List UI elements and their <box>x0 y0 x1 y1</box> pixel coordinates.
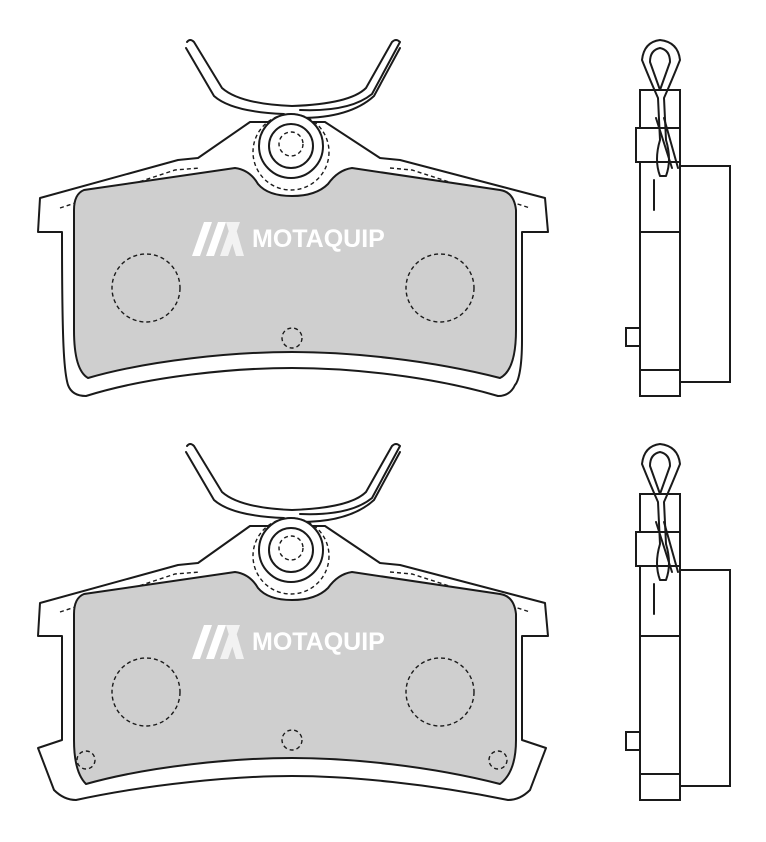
wire-spring <box>186 443 401 516</box>
hidden-hole-corner-right <box>488 750 508 770</box>
spring-loop-inner <box>649 451 671 495</box>
brake-pad-side-view-bottom <box>625 443 731 801</box>
brake-pad-front-view-bottom: MOTAQUIP <box>37 443 549 801</box>
hidden-hole-left <box>111 253 181 323</box>
spring-arm <box>655 521 679 573</box>
rivet-boss-hidden <box>252 113 330 191</box>
hidden-hole-small <box>281 729 303 751</box>
hidden-hole-small <box>281 327 303 349</box>
friction-block-side <box>679 165 731 383</box>
rivet-boss-hidden <box>252 517 330 595</box>
backing-plate-edge <box>59 571 531 613</box>
wire-spring-inner <box>185 47 401 119</box>
rivet-boss-inner <box>268 527 314 573</box>
motaquip-logo <box>192 625 244 659</box>
motaquip-logo <box>192 222 244 256</box>
hidden-hole-corner-left <box>76 750 96 770</box>
pin-stub <box>625 731 641 751</box>
logo-mark-icon-b <box>220 222 244 256</box>
logo-mark-icon <box>192 222 226 256</box>
spring-loop-icon <box>641 39 681 177</box>
spring-loop-inner <box>649 47 671 91</box>
friction-block-side <box>679 569 731 787</box>
wire-spring-inner <box>185 451 401 523</box>
friction-material <box>73 167 517 379</box>
rivet-boss-inner <box>268 123 314 169</box>
logo-mark-icon-b <box>220 625 244 659</box>
spring-loop-icon <box>641 443 681 581</box>
hidden-hole-right <box>405 253 475 323</box>
wire-spring <box>186 39 401 112</box>
pin-stub <box>625 327 641 347</box>
brake-pad-side-view-top <box>625 39 731 397</box>
brake-pad-front-view-top: MOTAQUIP <box>37 39 549 397</box>
hidden-hole-right <box>405 657 475 727</box>
friction-material <box>73 571 517 785</box>
rivet-boss-dash-inner <box>278 535 304 561</box>
spring-arm <box>655 117 679 169</box>
brand-name: MOTAQUIP <box>252 628 385 656</box>
brand-name: MOTAQUIP <box>252 225 385 253</box>
rivet-boss-dash-inner <box>278 131 304 157</box>
logo-mark-icon <box>192 625 226 659</box>
hidden-hole-left <box>111 657 181 727</box>
backing-plate-edge <box>59 167 531 209</box>
